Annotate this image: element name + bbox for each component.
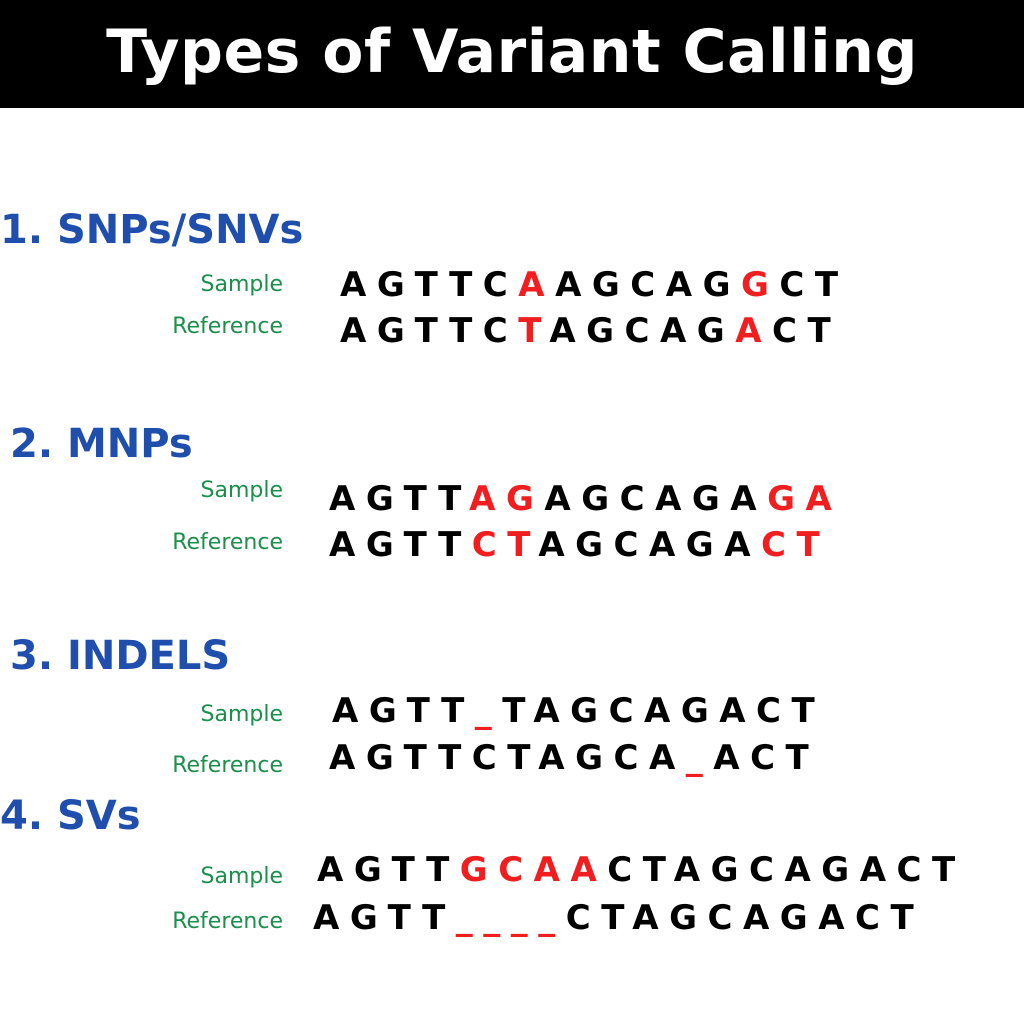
matching-bases: AGTT (313, 898, 456, 938)
matching-bases: AGTT (329, 479, 470, 519)
row-label-reference: Reference (172, 314, 283, 339)
matching-bases: CT (772, 311, 842, 351)
variant-bases: A (735, 311, 773, 351)
sequence-reference: AGTTCTAGCA_ACT (329, 741, 819, 775)
sequence-reference: AGTTCTAGCAGACT (340, 314, 841, 348)
matching-bases: AGTTC (340, 265, 519, 305)
matching-bases: AGCAGA (538, 525, 762, 565)
sequence-sample: AGTTGCAACTAGCAGACT (317, 853, 966, 887)
matching-bases: AGCAG (555, 265, 741, 305)
variant-bases: G (740, 265, 780, 305)
variant-bases: CT (761, 525, 831, 565)
variant-bases: AG (469, 479, 545, 519)
variant-bases: T (518, 311, 550, 351)
section-heading-svs: 4. SVs (0, 793, 141, 839)
matching-bases: TAGCAGACT (502, 691, 826, 731)
matching-bases: AGTTCTAGCA (329, 738, 686, 778)
variant-bases: GA (767, 479, 843, 519)
matching-bases: CTAGCAGACT (565, 898, 925, 938)
matching-bases: ACT (713, 738, 820, 778)
page-title: Types of Variant Calling (106, 17, 918, 87)
section-heading-mnps: 2. MNPs (10, 421, 193, 467)
sequence-reference: AGTT____CTAGCAGACT (313, 901, 924, 935)
sequence-sample: AGTT_TAGCAGACT (332, 694, 825, 728)
section-heading-indels: 3. INDELS (10, 633, 231, 679)
variant-bases: A (518, 265, 556, 305)
variant-bases: _ (474, 691, 503, 731)
variant-bases: ____ (455, 898, 566, 938)
matching-bases: AGTTC (340, 311, 519, 351)
variant-bases: _ (685, 738, 714, 778)
sequence-reference: AGTTCTAGCAGACT (329, 528, 830, 562)
row-label-sample: Sample (200, 864, 284, 889)
row-label-reference: Reference (172, 909, 283, 934)
row-label-sample: Sample (200, 272, 284, 297)
row-label-reference: Reference (172, 530, 283, 555)
row-label-sample: Sample (200, 702, 284, 727)
title-bar: Types of Variant Calling (0, 0, 1024, 108)
variant-bases: GCAA (459, 850, 608, 890)
matching-bases: AGCAG (549, 311, 736, 351)
sequence-sample: AGTTAGAGCAGAGA (329, 482, 842, 516)
matching-bases: AGCAGA (544, 479, 768, 519)
row-label-sample: Sample (200, 478, 284, 503)
section-heading-snps: 1. SNPs/SNVs (0, 207, 304, 253)
matching-bases: AGTT (317, 850, 460, 890)
variant-bases: CT (471, 525, 539, 565)
matching-bases: CT (779, 265, 849, 305)
sequence-sample: AGTTCAAGCAGGCT (340, 268, 849, 302)
matching-bases: AGTT (332, 691, 475, 731)
matching-bases: CTAGCAGACT (607, 850, 966, 890)
row-label-reference: Reference (172, 753, 283, 778)
matching-bases: AGTT (329, 525, 472, 565)
